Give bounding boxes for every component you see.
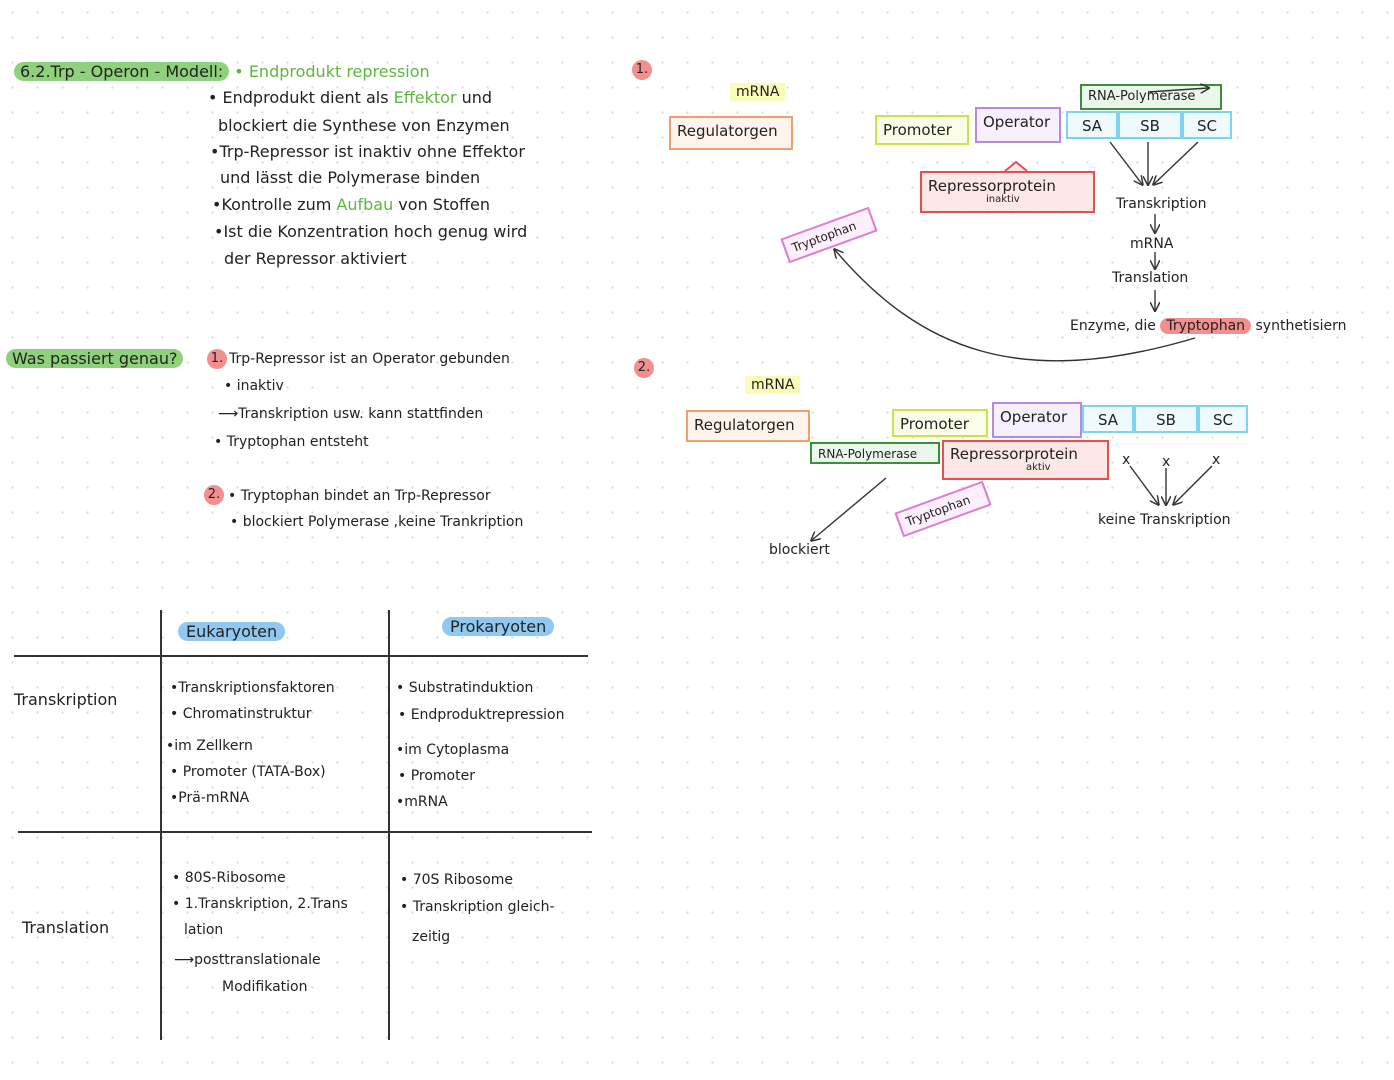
euk-transkription-4: • Promoter (TATA-Box) (170, 764, 326, 780)
prok-translation-1: • 70S Ribosome (400, 872, 514, 888)
table-vline-2 (388, 610, 390, 1040)
d2-arrow-blockiert (812, 477, 887, 540)
diagram-1-enzyme-tail: synthetisiern (1255, 318, 1347, 334)
row-label-transkription: Transkription (14, 690, 118, 709)
bullet-3: •Kontrolle zum Aufbau von Stoffen (212, 195, 490, 215)
diagram-2-gene-sb: SB (1134, 405, 1198, 433)
prok-transkription-1: • Substratinduktion (396, 680, 534, 696)
euk-transkription-2: • Chromatinstruktur (170, 706, 312, 722)
diagram-2-x-b: x (1162, 454, 1171, 470)
table-vline-1 (160, 610, 162, 1040)
diagram-1-repressor: Repressorprotein inaktiv (920, 171, 1095, 213)
diagram-2-gene-sc: SC (1198, 405, 1248, 433)
bullet-1-line2: blockiert die Synthese von Enzymen (218, 116, 510, 135)
euk-transkription-1: •Transkriptionsfaktoren (170, 680, 335, 696)
step-1-line2: • inaktiv (224, 378, 284, 394)
step-2-number: 2. (204, 485, 224, 505)
diagram-1-transkription: Transkription (1116, 196, 1207, 212)
diagram-1-enzyme-text: Enzyme, die (1070, 318, 1156, 334)
aufbau-word: Aufbau (336, 195, 394, 214)
prok-transkription-4: • Promoter (398, 768, 475, 784)
header-eukaryoten-text: Eukaryoten (178, 622, 286, 641)
diagram-1-repressor-label: Repressorprotein (928, 177, 1056, 195)
diagram-1-gene-sa: SA (1066, 111, 1118, 139)
header-eukaryoten: Eukaryoten (178, 622, 286, 642)
diagram-2-number: 2. (634, 358, 654, 378)
section-title: 6.2.Trp - Operon - Modell: • Endprodukt … (14, 62, 430, 82)
diagram-1-rna-polymerase: RNA-Polymerase (1080, 84, 1222, 110)
diagram-2-regulatorgen: Regulatorgen (686, 410, 810, 442)
diagram-2-gene-sa: SA (1082, 405, 1134, 433)
euk-translation-3: lation (184, 922, 224, 938)
d1-repressor-pointer (1004, 160, 1028, 172)
d1-polymerase-arrow (1147, 88, 1208, 92)
euk-translation-1: • 80S-Ribosome (172, 870, 286, 886)
diagram-2-promoter: Promoter (892, 409, 988, 437)
step-1-line3: ⟶Transkription usw. kann stattfinden (218, 406, 484, 422)
euk-translation-4: ⟶posttranslationale (174, 952, 321, 968)
diagram-1-mrna-product: mRNA (1130, 236, 1174, 252)
diagram-2-keine-transkription: keine Transkription (1098, 512, 1231, 528)
diagram-1-regulatorgen: Regulatorgen (669, 116, 793, 150)
bullet-2: •Trp-Repressor ist inaktiv ohne Effektor (210, 142, 525, 161)
table-hline-2 (18, 831, 592, 833)
header-prokaryoten-text: Prokaryoten (442, 617, 555, 636)
euk-translation-2: • 1.Transkription, 2.Trans (172, 896, 348, 912)
diagram-2-mrna: mRNA (745, 376, 801, 394)
prok-translation-3: zeitig (412, 929, 451, 945)
prok-transkription-5: •mRNA (396, 794, 448, 810)
step-1-number: 1. (207, 349, 227, 369)
step-2-line2: • blockiert Polymerase ,keine Trankripti… (230, 514, 524, 530)
bullet-3-text: •Kontrolle zum (212, 195, 337, 214)
d2-arrow-sc (1174, 465, 1213, 504)
diagram-1-gene-sb: SB (1118, 111, 1182, 139)
step-1-line1: Trp-Repressor ist an Operator gebunden (229, 351, 510, 367)
euk-translation-5: Modifikation (222, 979, 308, 995)
step-1-line4: • Tryptophan entsteht (214, 434, 369, 450)
d1-arrow-sc (1154, 141, 1199, 184)
table-hline-1 (14, 655, 588, 657)
step-2-line1: • Tryptophan bindet an Trp-Repressor (228, 488, 491, 504)
prok-transkription-2: • Endproduktrepression (398, 707, 565, 723)
diagram-2-repressor: Repressorprotein aktiv (942, 440, 1109, 480)
diagram-2-blockiert: blockiert (769, 542, 830, 558)
euk-transkription-5: •Prä-mRNA (170, 790, 250, 806)
diagram-1-operator: Operator (975, 107, 1061, 143)
diagram-2-repressor-label: Repressorprotein (950, 445, 1078, 463)
d1-feedback-arrow (835, 250, 1196, 362)
diagram-2-x-c: x (1212, 452, 1221, 468)
diagram-1-number: 1. (632, 60, 652, 80)
euk-transkription-3: •im Zellkern (166, 738, 253, 754)
prok-translation-2: • Transkription gleich- (400, 899, 555, 915)
row-label-translation: Translation (22, 918, 110, 937)
diagram-2-repressor-state: aktiv (1026, 462, 1051, 473)
bullet-2-line2: und lässt die Polymerase binden (220, 168, 481, 187)
diagram-1-mrna: mRNA (730, 83, 786, 101)
diagram-1-repressor-state: inaktiv (986, 194, 1020, 205)
bullet-4-line2: der Repressor aktiviert (224, 249, 407, 268)
diagram-2-x-a: x (1122, 452, 1131, 468)
diagram-1-enzyme-line: Enzyme, die Tryptophan synthetisiern (1070, 316, 1347, 336)
question-heading: Was passiert genau? (6, 349, 184, 369)
bullet-4: •Ist die Konzentration hoch genug wird (214, 222, 528, 241)
diagram-1-translation: Translation (1112, 270, 1189, 286)
bullet-3-tail: von Stoffen (393, 195, 491, 214)
diagram-1-promoter: Promoter (875, 115, 969, 145)
header-prokaryoten: Prokaryoten (442, 617, 555, 637)
d2-arrow-sa (1129, 465, 1158, 504)
bullet-1-text: • Endprodukt dient als (208, 88, 394, 107)
effektor-word: Effektor (393, 88, 457, 107)
prok-transkription-3: •im Cytoplasma (396, 742, 510, 758)
bullet-1: • Endprodukt dient als Effektor und (208, 88, 492, 108)
section-title-text: 6.2.Trp - Operon - Modell: (14, 62, 230, 81)
diagram-2-rna-polymerase: RNA-Polymerase (810, 442, 940, 464)
question-text: Was passiert genau? (6, 349, 184, 368)
bullet-1-tail: und (456, 88, 493, 107)
diagram-1-enzyme-tryptophan: Tryptophan (1160, 318, 1252, 334)
diagram-1-gene-sc: SC (1182, 111, 1232, 139)
d1-arrow-sa (1109, 141, 1142, 184)
diagram-2-operator: Operator (992, 402, 1082, 438)
section-subtitle: • Endprodukt repression (234, 62, 430, 81)
